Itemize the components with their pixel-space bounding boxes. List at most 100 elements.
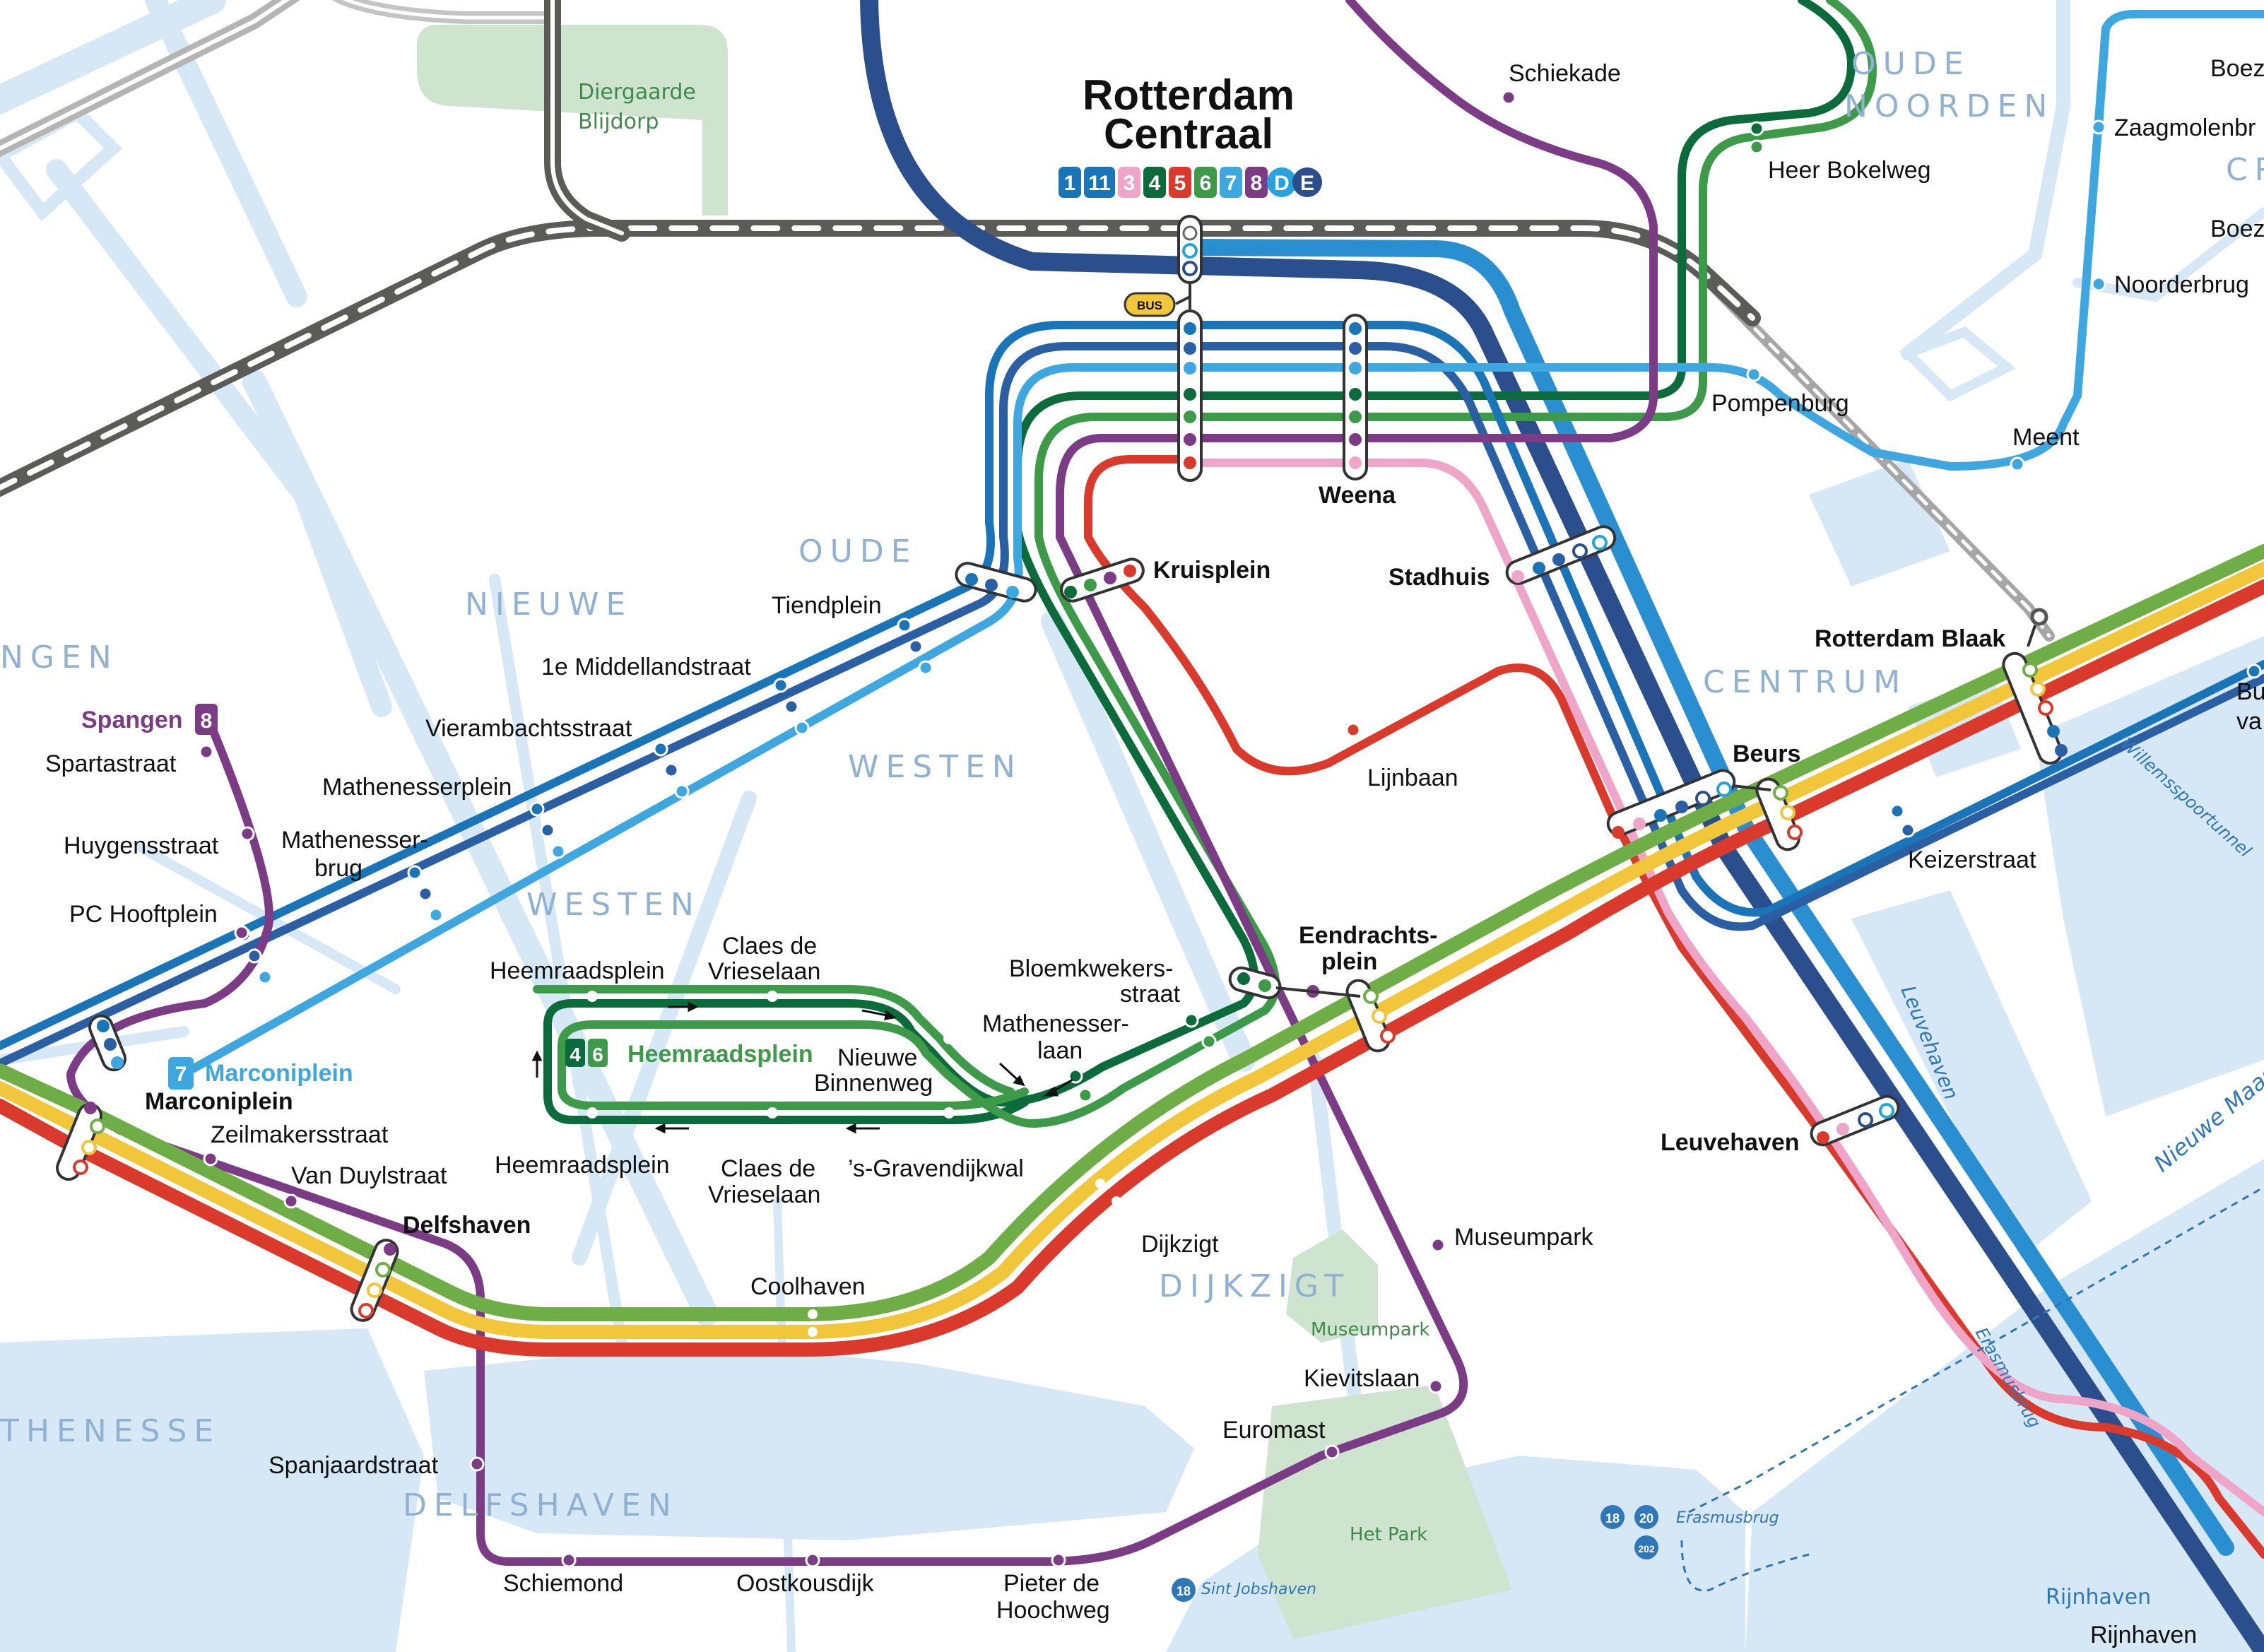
park-het-park: Het Park — [1350, 1524, 1427, 1545]
park-museumpark: Museumpark — [1311, 1319, 1429, 1340]
interchange-marconiplein — [56, 1014, 126, 1181]
station-nieuwe-binnenweg-1: Nieuwe — [837, 1044, 917, 1071]
station-heer-bokelweg: Heer Bokelweg — [1768, 157, 1931, 184]
station-meent: Meent — [2012, 424, 2080, 451]
station-zeilmakersstraat: Zeilmakersstraat — [211, 1121, 389, 1148]
centraal-badge-d — [1267, 167, 1297, 197]
water-rijnhaven: Rijnhaven — [2046, 1585, 2151, 1610]
interchange-weena — [1343, 314, 1368, 480]
district-oude-westen-2: WESTEN — [848, 749, 1022, 785]
station-mathenesserplein: Mathenesserplein — [322, 774, 512, 801]
museumpark-park — [1286, 1229, 1378, 1343]
station-marconiplein: Marconiplein — [145, 1088, 293, 1115]
station-vierambachtsstraat: Vierambachtsstraat — [425, 715, 632, 742]
station-eendrachtsplein-1: Eendrachts- — [1299, 922, 1438, 949]
station-bu-1: Bu — [2236, 678, 2264, 705]
loop-arrows — [531, 1001, 1073, 1134]
dock-1 — [1809, 459, 1950, 586]
station-mathenesserlaan-2: laan — [1037, 1037, 1083, 1064]
station-boez-1: Boez — [2210, 55, 2264, 82]
station-spangen: Spangen — [81, 707, 183, 733]
station-heemraadsplein-top: Heemraadsplein — [490, 957, 665, 984]
station-pieter-1: Pieter de — [1003, 1570, 1099, 1597]
station-lijnbaan: Lijnbaan — [1367, 765, 1458, 791]
station-kievitslaan: Kievitslaan — [1304, 1365, 1420, 1392]
park-diergaarde-1: Diergaarde — [578, 80, 696, 105]
station-claes-bottom-1: Claes de — [721, 1155, 815, 1182]
station-noorderbrug: Noorderbrug — [2114, 271, 2249, 298]
tram-line-1 — [0, 321, 2264, 1050]
metro-lines — [860, 0, 2264, 1652]
centraal-badge-label-6: 6 — [1200, 172, 1212, 195]
station-claes-bottom-2: Vrieselaan — [708, 1181, 820, 1208]
nieuwe-maas — [1745, 1159, 2264, 1652]
south-trunk — [0, 544, 2264, 1357]
station-leuvehaven: Leuvehaven — [1661, 1129, 1800, 1156]
interchange-beurs — [1606, 769, 1803, 851]
station-museumpark: Museumpark — [1454, 1224, 1594, 1251]
station-dijkzigt: Dijkzigt — [1141, 1231, 1219, 1258]
centraal-badge-label-8: 8 — [1251, 172, 1263, 195]
station-van-duylstraat: Van Duylstraat — [291, 1162, 447, 1189]
district-cr: CR — [2226, 152, 2264, 188]
district-bospolder: THENESSE — [0, 1413, 220, 1449]
station-euromast: Euromast — [1222, 1417, 1326, 1444]
tram-line-7 — [179, 10, 2264, 1078]
station-beurs: Beurs — [1733, 741, 1800, 767]
bus-label: BUS — [1137, 299, 1162, 312]
station-markers — [199, 90, 2262, 1568]
ferry-18-sint-badge: 18 — [1177, 1584, 1191, 1598]
ferry-erasmusbrug: Erasmusbrug — [1676, 1509, 1779, 1527]
erasmusbrug-dashed — [1688, 1186, 2264, 1514]
station-weena: Weena — [1319, 482, 1396, 509]
district-nieuwe-westen-2: WESTEN — [526, 887, 701, 923]
station-mathenesserlaan-1: Mathenesser- — [982, 1010, 1129, 1037]
loop-line-4-badge: 4 — [570, 1044, 581, 1066]
station-loop-terminus: Heemraadsplein — [627, 1041, 813, 1068]
interchange-stadhuis — [1505, 525, 1617, 585]
station-marconiplein-terminus: Marconiplein — [205, 1060, 353, 1087]
district-dijkzigt: DIJKZIGT — [1159, 1268, 1350, 1304]
station-zaagmolenbrug: Zaagmolenbr — [2114, 114, 2256, 141]
centraal-badge-4 — [1143, 167, 1166, 198]
district-spangen: NGEN — [0, 639, 119, 675]
station-mathenesserbrug-2: brug — [314, 855, 362, 882]
metro-d-line — [1193, 239, 2234, 1556]
centraal-badge-e — [1292, 167, 1322, 197]
centraal-badge-label-7: 7 — [1225, 172, 1237, 195]
railways — [0, 0, 2055, 642]
centraal-title-line1: Rotterdam — [1083, 71, 1295, 119]
east-docks — [2035, 636, 2264, 1116]
tram-line-8 — [66, 0, 1658, 1566]
station-stadhuis: Stadhuis — [1389, 564, 1490, 591]
station-pc-hooftplein: PC Hooftplein — [69, 901, 218, 928]
tram-line-7-north — [2094, 24, 2110, 131]
ferry-route-dashed — [1680, 1540, 1810, 1592]
ferry-20-badge: 20 — [1639, 1511, 1653, 1526]
interchange-delfshaven — [350, 1239, 399, 1322]
district-oude-noorden-1: OUDE — [1851, 46, 1971, 82]
centraal-badge-label-1: 1 — [1064, 172, 1076, 195]
tram-line-6 — [533, 0, 1877, 1128]
diergaarde-park — [417, 25, 728, 216]
station-bu-2: va — [2236, 708, 2262, 735]
centraal-badge-label-d: D — [1274, 172, 1290, 195]
station-pompenburg: Pompenburg — [1711, 390, 1849, 417]
centraal-badge-label-11: 11 — [1088, 172, 1111, 195]
park-diergaarde-2: Blijdorp — [578, 110, 659, 134]
station-eendrachtsplein-2: plein — [1321, 948, 1377, 975]
west-harbor — [0, 1328, 424, 1652]
centraal-badge-label-3: 3 — [1124, 172, 1136, 195]
parks — [417, 25, 1512, 1639]
tram-line-2 — [0, 342, 2264, 1068]
district-labels: OUDE NOORDEN CR OUDE WESTEN NIEUWE WESTE… — [0, 46, 2264, 1523]
district-oude-noorden-2: NOORDEN — [1844, 88, 2054, 124]
marconiplein-line-badge: 7 — [175, 1063, 187, 1086]
interchange-kruisplein — [955, 557, 1145, 603]
district-oude-westen-1: OUDE — [798, 533, 918, 570]
loop-stops — [586, 991, 955, 1119]
centraal-badge-1 — [1059, 167, 1081, 198]
ferry-202-badge: 202 — [1638, 1543, 1655, 1554]
